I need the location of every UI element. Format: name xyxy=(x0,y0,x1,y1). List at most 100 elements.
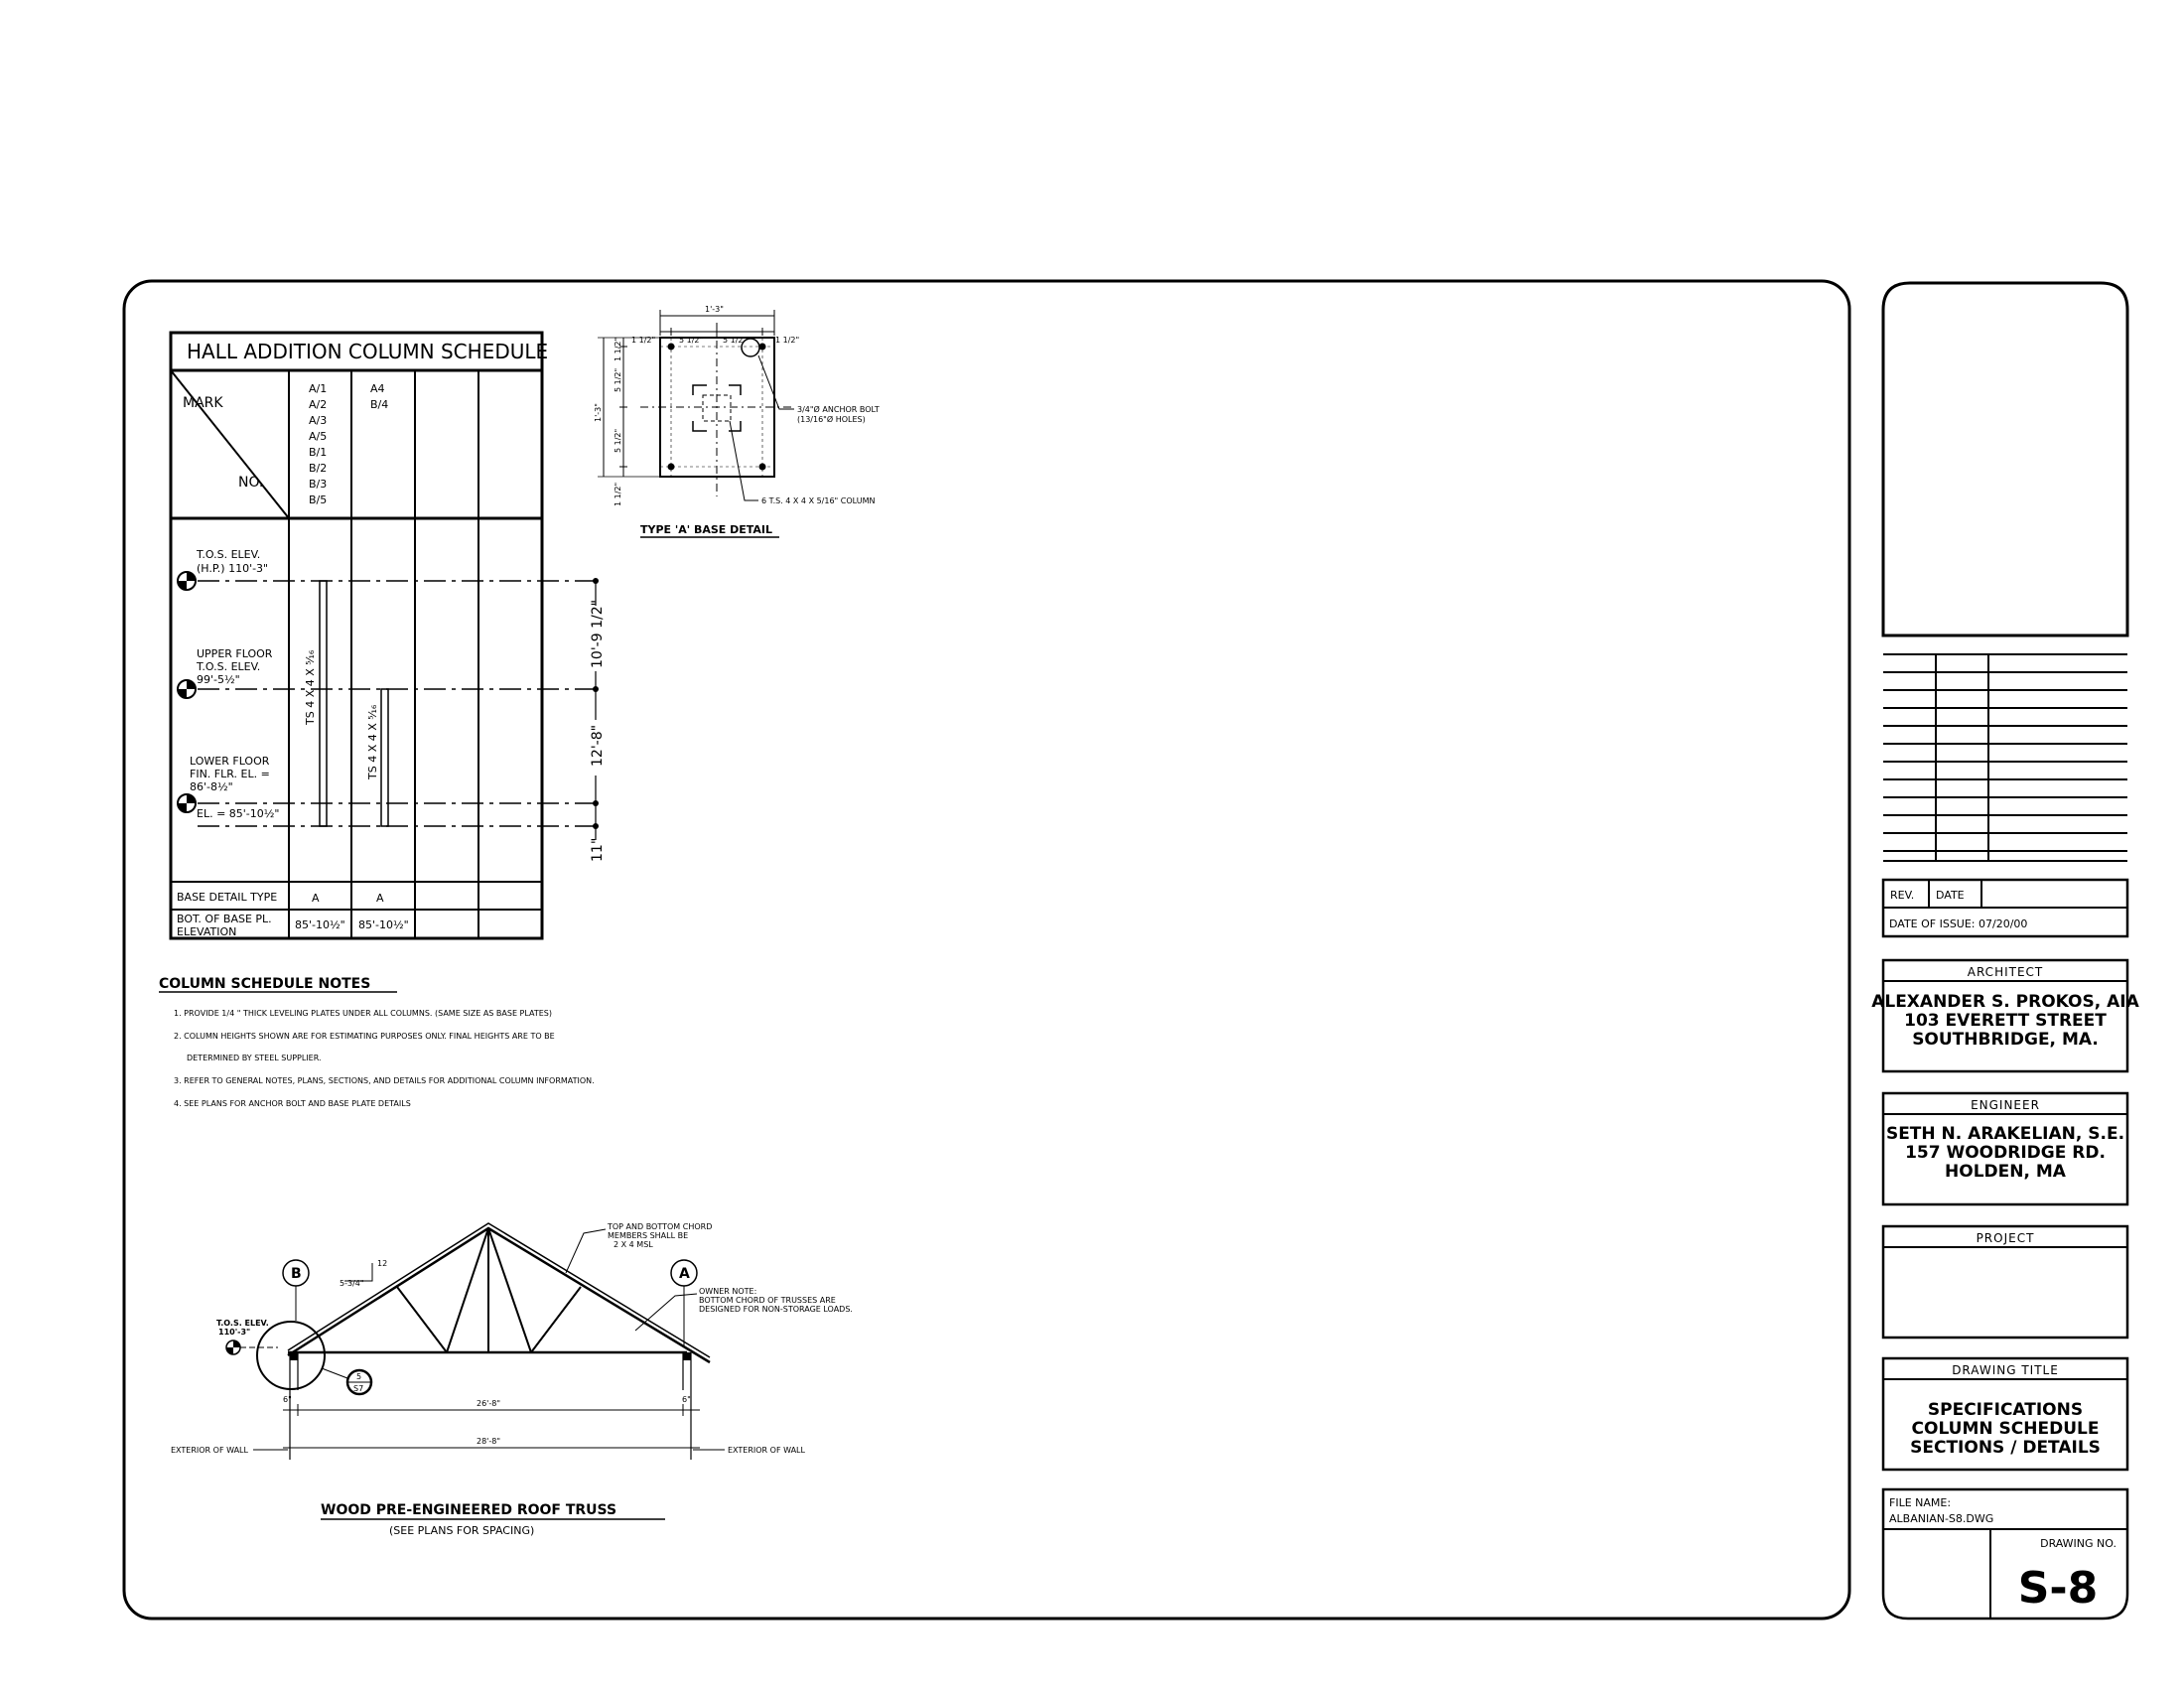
drawing-title-line: SECTIONS / DETAILS xyxy=(1910,1438,2101,1458)
note-item: 2. COLUMN HEIGHTS SHOWN ARE FOR ESTIMATI… xyxy=(174,1032,555,1041)
architect-street: 103 EVERETT STREET xyxy=(1904,1011,2107,1031)
note-item: 1. PROVIDE 1/4 " THICK LEVELING PLATES U… xyxy=(174,1009,552,1018)
engineer-street: 157 WOODRIDGE RD. xyxy=(1905,1143,2106,1163)
base-seg-dim: 5 1/2" xyxy=(679,336,703,345)
architect-header: ARCHITECT xyxy=(1968,965,2044,979)
col1-mark: B/3 xyxy=(309,478,327,491)
detail-tag-number: 5 xyxy=(356,1372,361,1381)
owner-note-3: DESIGNED FOR NON-STORAGE LOADS. xyxy=(699,1305,853,1314)
column-1 xyxy=(319,580,328,827)
drawing-title-line: COLUMN SCHEDULE xyxy=(1912,1419,2100,1439)
drawing-number-box xyxy=(1881,1487,2129,1621)
truss-tos-label: T.O.S. ELEV. xyxy=(216,1319,269,1328)
file-name: ALBANIAN-S8.DWG xyxy=(1889,1512,1993,1525)
left-offset: 6" xyxy=(283,1395,292,1404)
col1-mark: B/2 xyxy=(309,462,327,475)
drawing-title-line: SPECIFICATIONS xyxy=(1928,1400,2083,1420)
base-detail-value: A xyxy=(376,892,384,905)
truss-tos-value: 110'-3" xyxy=(218,1328,250,1337)
owner-note-2: BOTTOM CHORD OF TRUSSES ARE xyxy=(699,1296,836,1305)
ext-wall-right: EXTERIOR OF WALL xyxy=(728,1446,805,1455)
owner-note: OWNER NOTE: xyxy=(699,1287,756,1296)
engineer-name: SETH N. ARAKELIAN, S.E. xyxy=(1886,1124,2124,1144)
column-1-size: TS 4 X 4 X ⁵⁄₁₆ xyxy=(304,649,317,726)
title-block: REV. DATE DATE OF ISSUE: 07/20/00 ARCHIT… xyxy=(1871,281,2140,1621)
anchor-bolt-note-2: (13/16"Ø HOLES) xyxy=(797,414,866,424)
mark-label: MARK xyxy=(183,395,223,411)
base-side-seg: 5 1/2" xyxy=(614,429,622,453)
base-seg-dim: 5 1/2" xyxy=(723,336,747,345)
col2-marks: A4 B/4 xyxy=(370,382,388,411)
base-detail-value: A xyxy=(312,892,320,905)
engineer-header: ENGINEER xyxy=(1971,1098,2040,1112)
file-name-label: FILE NAME: xyxy=(1889,1496,1951,1509)
engineer-city: HOLDEN, MA xyxy=(1945,1162,2067,1182)
chord-note-3: 2 X 4 MSL xyxy=(614,1240,653,1249)
col1-mark: A/2 xyxy=(309,398,327,411)
truss-title: WOOD PRE-ENGINEERED ROOF TRUSS xyxy=(321,1502,616,1518)
level-marker-icon xyxy=(225,1340,241,1355)
bot-base-value: 85'-10½" xyxy=(358,918,409,931)
lower-floor-label-2: FIN. FLR. EL. = xyxy=(190,768,270,780)
pitch-run: 12 xyxy=(377,1259,387,1268)
bot-base-label: BOT. OF BASE PL. xyxy=(177,913,272,925)
no-label: NO. xyxy=(238,475,263,491)
drawing-number: S-8 xyxy=(2018,1563,2099,1614)
dim-base: 11" xyxy=(590,838,606,862)
chord-note-2: MEMBERS SHALL BE xyxy=(608,1231,688,1240)
col1-mark: B/1 xyxy=(309,446,327,459)
chord-note: TOP AND BOTTOM CHORD xyxy=(607,1222,712,1231)
base-side-seg: 5 1/2" xyxy=(614,368,622,392)
pitch-rise: 5-3/4" xyxy=(340,1279,364,1288)
dim-upper: 10'-9 1/2" xyxy=(590,600,606,668)
detail-tag xyxy=(345,1368,373,1396)
project-header: PROJECT xyxy=(1977,1231,2035,1245)
col1-mark: A/1 xyxy=(309,382,327,395)
base-seg-dim: 1 1/2" xyxy=(775,336,799,345)
grid-a-label: A xyxy=(679,1266,690,1282)
col1-marks: A/1 A/2 A/3 A/5 B/1 B/2 B/3 B/5 xyxy=(309,382,327,506)
notes-title: COLUMN SCHEDULE NOTES xyxy=(159,976,370,992)
base-side-seg: 1 1/2" xyxy=(614,483,622,506)
inner-span: 26'-8" xyxy=(477,1399,500,1408)
detail-callout-circle xyxy=(256,1321,326,1390)
level-marker-icon xyxy=(177,679,197,699)
outer-span: 28'-8" xyxy=(477,1437,500,1446)
architect-city: SOUTHBRIDGE, MA. xyxy=(1912,1030,2099,1050)
column-2 xyxy=(380,688,389,827)
lower-floor-value: 86'-8½" xyxy=(190,780,233,793)
lower-floor-label: LOWER FLOOR xyxy=(190,755,270,768)
main-border xyxy=(122,279,1851,1621)
col1-mark: B/5 xyxy=(309,494,327,506)
level-marker-icon xyxy=(177,793,197,813)
detail-tag-sheet: S7 xyxy=(353,1384,363,1393)
rev-label: REV. xyxy=(1890,889,1914,902)
anchor-bolt-note: 3/4"Ø ANCHOR BOLT xyxy=(797,404,880,414)
truss-subtitle: (SEE PLANS FOR SPACING) xyxy=(389,1524,534,1537)
date-label: DATE xyxy=(1936,889,1965,902)
tos-elev-label: T.O.S. ELEV. xyxy=(196,548,260,561)
bot-base-value: 85'-10½" xyxy=(295,918,345,931)
column-note: 6 T.S. 4 X 4 X 5/16" COLUMN xyxy=(761,496,875,505)
base-side-seg: 1 1/2" xyxy=(614,338,622,361)
note-item: 4. SEE PLANS FOR ANCHOR BOLT AND BASE PL… xyxy=(174,1099,411,1108)
base-top-dim: 1'-3" xyxy=(705,305,724,314)
note-item: 3. REFER TO GENERAL NOTES, PLANS, SECTIO… xyxy=(174,1076,595,1085)
drawing-no-label: DRAWING NO. xyxy=(2040,1537,2116,1550)
schedule-notes: COLUMN SCHEDULE NOTES 1. PROVIDE 1/4 " T… xyxy=(159,976,595,1108)
upper-floor-label: UPPER FLOOR xyxy=(197,647,273,660)
column-2-size: TS 4 X 4 X ⁵⁄₁₆ xyxy=(366,704,379,780)
dim-lower: 12'-8" xyxy=(590,725,606,767)
col2-mark: B/4 xyxy=(370,398,388,411)
note-item: DETERMINED BY STEEL SUPPLIER. xyxy=(187,1054,322,1062)
col2-mark: A4 xyxy=(370,382,385,395)
grid-b-label: B xyxy=(291,1266,302,1282)
tos-elev-value: (H.P.) 110'-3" xyxy=(197,562,268,575)
bot-base-label-2: ELEVATION xyxy=(177,925,236,938)
base-side-total: 1'-3" xyxy=(594,403,603,422)
revision-grid xyxy=(1883,653,2127,862)
base-detail-title: TYPE 'A' BASE DETAIL xyxy=(640,523,772,536)
base-seg-dim: 1 1/2" xyxy=(631,336,655,345)
schedule-title: HALL ADDITION COLUMN SCHEDULE xyxy=(187,340,548,363)
